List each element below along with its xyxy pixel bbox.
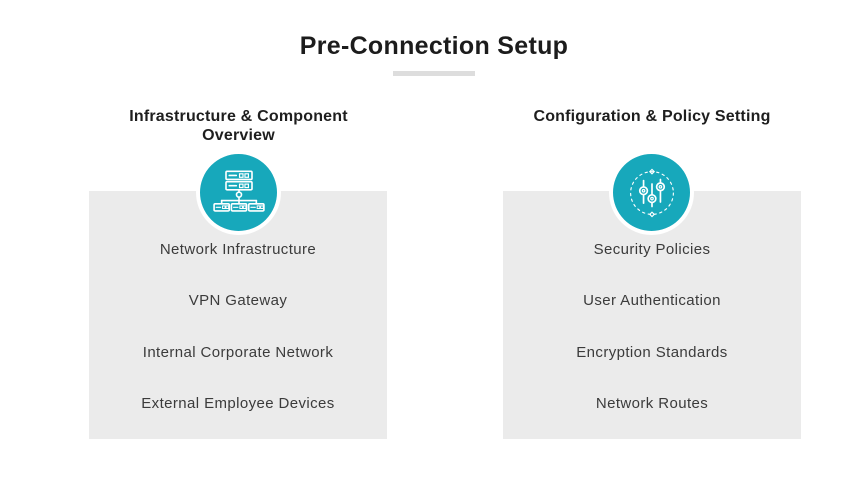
list-item: User Authentication [583,292,721,310]
column-heading-configuration: Configuration & Policy Setting [503,107,801,126]
list-item: VPN Gateway [188,292,288,310]
list-item: Internal Corporate Network [142,343,334,361]
list-item: Security Policies [593,241,711,258]
list-item: Network Routes [595,394,709,412]
page-title: Pre-Connection Setup [299,32,569,60]
list-item: Network Infrastructure [159,241,317,258]
column-heading-infrastructure: Infrastructure & Component Overview [89,107,388,145]
column-heading-label: Configuration & Policy Setting [533,108,771,125]
list-item: External Employee Devices [141,394,335,412]
title-underline [393,71,475,76]
network-topology-icon [196,150,281,235]
column-heading-label: Infrastructure & Component Overview [129,108,348,144]
sliders-icon [609,150,694,235]
list-item: Encryption Standards [576,343,728,361]
